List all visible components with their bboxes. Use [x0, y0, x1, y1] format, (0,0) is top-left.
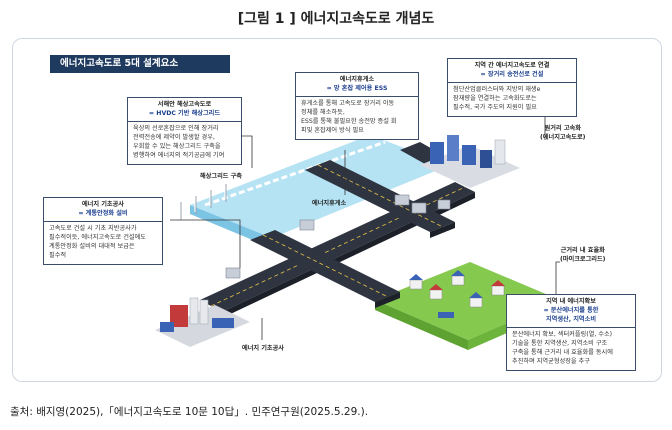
city-buildings	[420, 135, 520, 188]
box-infra-line: 고속도로 건설 시 기초 지반공사가	[49, 224, 137, 232]
box-infra-subtitle: = 계통안정화 설비	[78, 209, 128, 217]
box-local-subtitle-2: 지역생산, 지역소비	[545, 315, 597, 323]
box-infra-line: 계통안정화 설비의 대대적 보급은	[49, 242, 135, 250]
industrial-complex	[155, 297, 250, 347]
source-citation: 출처: 배지영(2025),「에너지고속도로 10문 10답」. 민주연구원(2…	[10, 406, 369, 418]
box-offshore-head: 서해안 해상고속도로 = HVDC 기반 해상그리드	[128, 98, 241, 121]
label-long-highway: 원거리 고속화 (에너지고속도로)	[540, 123, 586, 141]
label-long-highway-2: (에너지고속도로)	[540, 134, 586, 141]
offshore-sea	[190, 135, 450, 238]
ess-units	[225, 194, 451, 279]
connector-west	[240, 135, 253, 168]
offshore-cable	[204, 140, 386, 207]
box-local-body: 분산에너지 확보, 섹터커플링(열, 수소) 기술을 통한 지역생산, 지역소비…	[507, 326, 635, 370]
box-offshore-line: 전력전송에 제약이 발생할 경우,	[133, 133, 215, 141]
box-local-energy: 지역 내 에너지확보 = 분산에너지를 통한 지역생산, 지역소비 분산에너지 …	[506, 294, 636, 371]
village-houses	[409, 270, 505, 318]
box-local-line: 기술을 통한 지역생산, 지역소비 구조	[512, 339, 608, 347]
box-offshore-title: 서해안 해상고속도로	[157, 101, 212, 108]
figure-title: [그림 1 ] 에너지고속도로 개념도	[237, 11, 435, 27]
box-local-line: 구축을 통해 근거리 내 효율화를 동시에	[512, 348, 613, 356]
box-energy-rest-area: 에너지휴게소 = 망 혼잡 제어용 ESS 휴게소를 통해 고속도로 장거리 이…	[295, 72, 419, 140]
box-region-line: 첨단산업클러스터와 지방의 재생e	[453, 85, 541, 93]
box-region-line: 잠재량을 연결하는 고속화도로는	[453, 94, 537, 102]
box-infra-line: 필수적이듯, 에너지고속도로 건설에도	[49, 233, 146, 241]
highway-network	[200, 142, 475, 318]
highway-branch	[250, 230, 400, 302]
connector-infra	[170, 219, 241, 268]
connector-local	[555, 261, 560, 295]
box-rest-line: ESS를 통해 불필요한 송전망 증설 회	[301, 117, 397, 125]
box-rest-title: 에너지휴게소	[339, 76, 375, 83]
box-region-head: 지역 간 에너지고속도로 연결 = 장거리 송전선로 건설	[448, 59, 576, 82]
wind-turbines	[173, 174, 233, 218]
box-offshore-subtitle: = HVDC 기반 해상그리드	[148, 109, 221, 117]
label-infra-work: 에너지 기초공사	[242, 345, 285, 352]
box-inter-regional: 지역 간 에너지고속도로 연결 = 장거리 송전선로 건설 첨단산업클러스터와 …	[447, 58, 577, 117]
box-offshore-line: 우회할 수 있는 해상그리드 구축을	[133, 142, 221, 150]
box-local-subtitle: = 분산에너지를 통한	[543, 306, 599, 314]
box-infra-body: 고속도로 건설 시 기초 지반공사가 필수적이듯, 에너지고속도로 건설에도 계…	[44, 220, 162, 264]
offshore-sea-shade	[190, 205, 272, 248]
label-near-efficiency-2: (마이크로그리드)	[560, 256, 606, 263]
label-rest-area: 에너지휴게소	[312, 200, 347, 207]
label-offshore-grid: 해상그리드 구축	[200, 173, 243, 180]
box-rest-body: 휴게소를 통해 고속도로 장거리 이동 정체를 해소하듯, ESS를 통해 불필…	[296, 95, 418, 139]
box-rest-line: 피및 혼잡제어 방식 필요	[301, 126, 364, 134]
box-offshore-line: 육상의 선로혼잡으로 인해 장거리	[133, 124, 219, 132]
box-rest-line: 정체를 해소하듯,	[301, 108, 345, 116]
box-rest-line: 휴게소를 통해 고속도로 장거리 이동	[301, 99, 395, 107]
box-region-body: 첨단산업클러스터와 지방의 재생e 잠재량을 연결하는 고속화도로는 필수적, …	[448, 81, 576, 116]
box-local-head: 지역 내 에너지확보 = 분산에너지를 통한 지역생산, 지역소비	[507, 295, 635, 327]
design-elements-banner: 에너지고속도로 5대 설계요소	[50, 55, 230, 73]
box-rest-head: 에너지휴게소 = 망 혼잡 제어용 ESS	[296, 73, 418, 96]
box-local-line: 추진하며 지역균형성장을 추구	[512, 357, 590, 365]
box-region-title: 지역 간 에너지고속도로 연결	[474, 62, 550, 69]
highway-cross	[305, 160, 455, 232]
box-energy-infrastructure: 에너지 기초공사 = 계통안정화 설비 고속도로 건설 시 기초 지반공사가 필…	[43, 197, 163, 265]
box-rest-subtitle: = 망 혼잡 제어용 ESS	[326, 84, 388, 92]
box-infra-head: 에너지 기초공사 = 계통안정화 설비	[44, 198, 162, 221]
label-near-efficiency: 근거리 내 효율화 (마이크로그리드)	[560, 245, 606, 263]
box-infra-title: 에너지 기초공사	[81, 201, 124, 208]
box-offshore-line: 병행하여 에너지의 적기공급에 기여	[133, 151, 225, 159]
box-region-line: 필수적, 국가 주도의 지원이 필요	[453, 103, 537, 111]
box-infra-line: 필수적	[49, 251, 67, 259]
box-offshore-highway: 서해안 해상고속도로 = HVDC 기반 해상그리드 육상의 선로혼잡으로 인해…	[127, 97, 242, 165]
label-long-highway-1: 원거리 고속화	[544, 125, 581, 132]
box-region-subtitle: = 장거리 송전선로 건설	[480, 70, 544, 78]
box-offshore-body: 육상의 선로혼잡으로 인해 장거리 전력전송에 제약이 발생할 경우, 우회할 …	[128, 120, 241, 164]
box-local-title: 지역 내 에너지확보	[546, 298, 596, 305]
box-local-line: 분산에너지 확보, 섹터커플링(열, 수소)	[512, 330, 613, 338]
label-near-efficiency-1: 근거리 내 효율화	[560, 247, 605, 254]
